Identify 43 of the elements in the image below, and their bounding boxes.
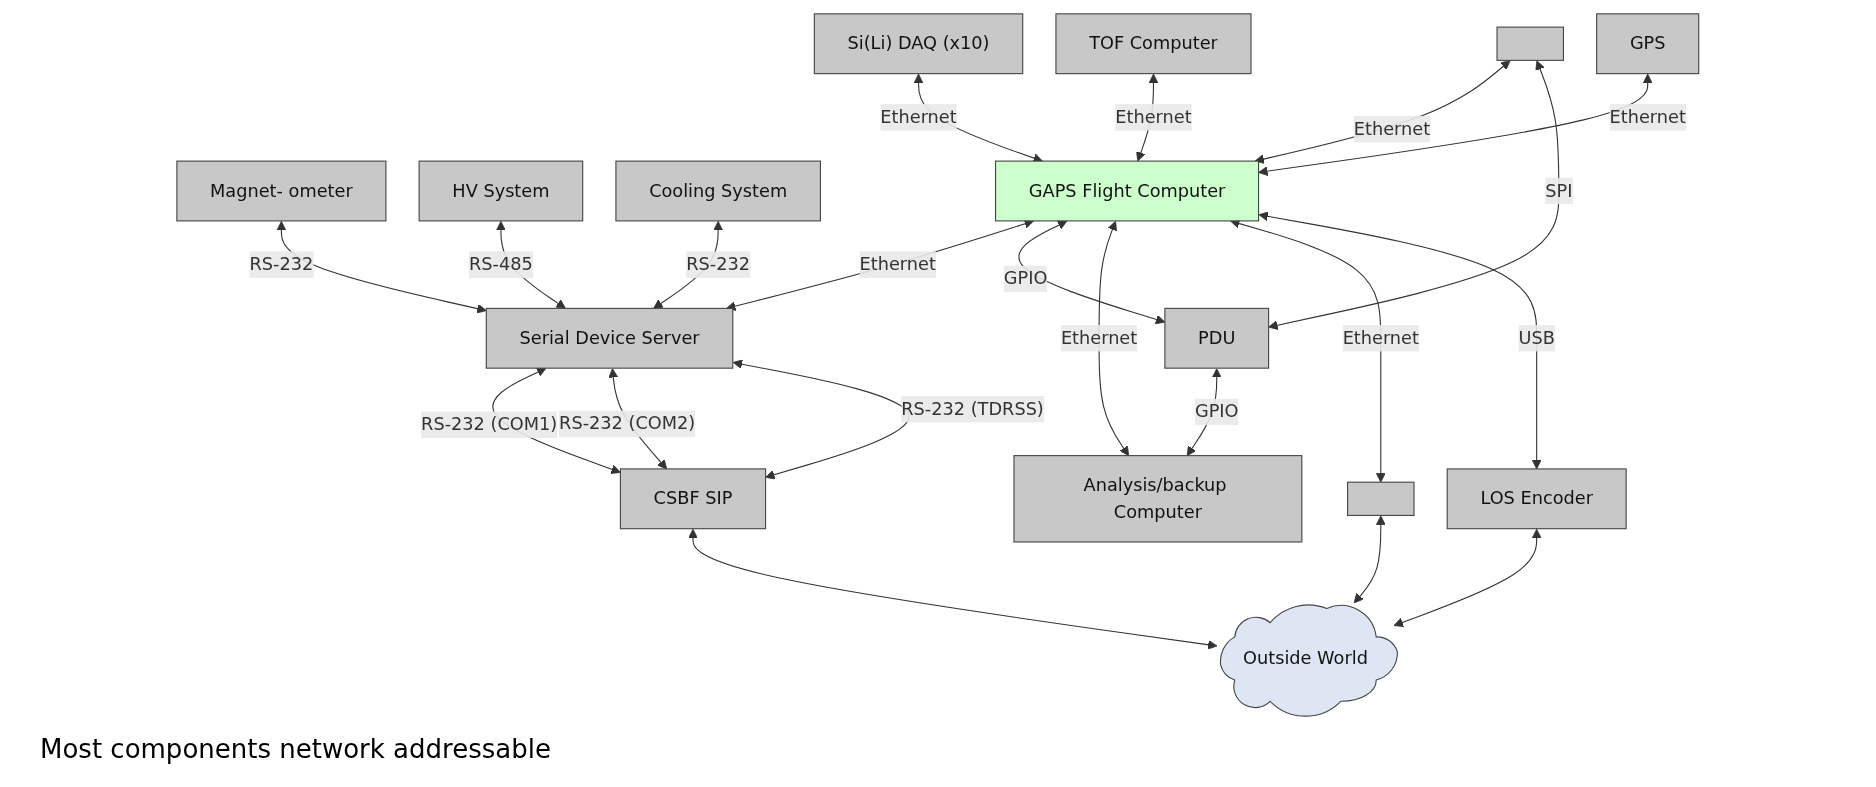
arrow (732, 359, 910, 480)
edge-label: RS-232 (249, 253, 314, 275)
edge-label: RS-232 (686, 253, 751, 275)
arrow (1254, 60, 1511, 164)
node-box: Si(Li) DAQ (x10) (813, 13, 1024, 75)
arrow (1098, 220, 1130, 457)
arrow (1258, 73, 1653, 176)
edge-label: GPIO (1195, 400, 1239, 422)
node-box: Cooling System (615, 160, 822, 222)
arrow (1353, 515, 1386, 604)
edge-label: Ethernet (1342, 327, 1420, 349)
edge-label: SPI (1545, 179, 1573, 201)
edge-label: Ethernet (859, 253, 937, 275)
arrow (1258, 211, 1542, 470)
edge-label: RS-232 (TDRSS) (901, 398, 1044, 420)
node-box: GAPS Flight Computer (995, 160, 1260, 222)
node-box (1347, 481, 1415, 516)
node-box: TOF Computer (1055, 13, 1252, 75)
node-box: Analysis/backup Computer (1013, 455, 1303, 543)
edge-label: USB (1518, 327, 1556, 349)
node-box: CSBF SIP (620, 468, 767, 530)
edge-label: Ethernet (1609, 106, 1687, 128)
node-box (1496, 26, 1565, 61)
arrow (726, 219, 1035, 311)
edge-label: Ethernet (1061, 327, 1138, 349)
edge-label: RS-232 (COM2) (559, 412, 696, 434)
bullet-note: Most components network addressable (40, 734, 552, 764)
arrow (688, 528, 1218, 650)
node-box: HV System (418, 160, 584, 222)
arrow (1393, 528, 1542, 628)
edge-label: GPIO (1004, 267, 1048, 289)
edge-label: Ethernet (1115, 106, 1192, 128)
node-box: GPS (1596, 13, 1700, 75)
node-box: LOS Encoder (1446, 468, 1627, 530)
edge-label: RS-485 (469, 253, 533, 275)
node-box: Magnet- ometer (176, 160, 387, 222)
edge-label: Ethernet (880, 106, 957, 128)
node-box: PDU (1164, 307, 1270, 369)
edge-label: Ethernet (1353, 118, 1431, 140)
arrow (1268, 60, 1560, 330)
node-box: Serial Device Server (485, 307, 734, 369)
edge-label: RS-232 (COM1) (421, 413, 558, 435)
arrow (276, 220, 487, 314)
